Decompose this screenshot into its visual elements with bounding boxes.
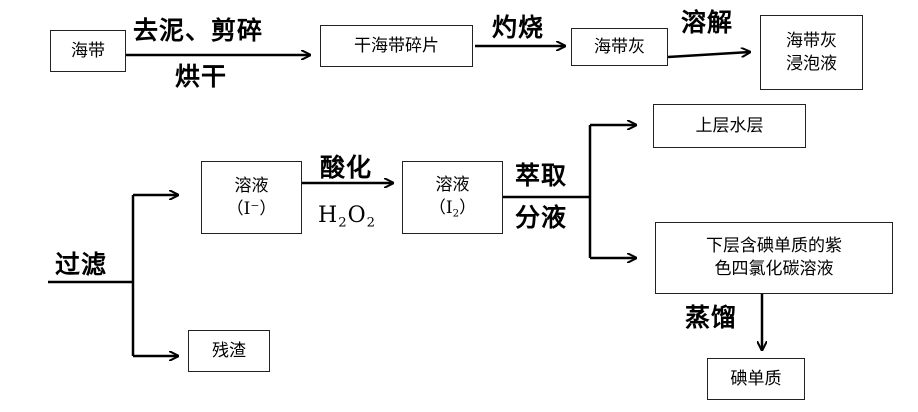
step-dissolve: 溶解 [681, 8, 734, 37]
node-soak-line1: 海带灰 [786, 30, 837, 51]
step-filter: 过滤 [55, 250, 108, 279]
step-extract: 萃取 [515, 161, 568, 190]
step-dry: 烘干 [175, 62, 228, 91]
step-burn: 灼烧 [492, 13, 545, 42]
node-iodine: 碘单质 [707, 358, 805, 400]
node-solution-iodide: 溶液 （I⁻） [201, 161, 302, 234]
step-distill: 蒸馏 [685, 303, 738, 332]
node-ash-label: 海带灰 [594, 36, 645, 57]
step-acidify: 酸化 [320, 153, 373, 182]
node-lower-ccl4-layer: 下层含碘单质的紫 色四氯化碳溶液 [655, 222, 893, 294]
node-soak-line2: 浸泡液 [786, 53, 837, 74]
node-upper-water-layer-label: 上层水层 [695, 115, 764, 136]
step-remove-mud: 去泥、剪碎 [133, 16, 264, 45]
node-dried-pieces: 干海带碎片 [320, 25, 473, 67]
arrow-ash-to-soak [667, 52, 750, 59]
node-lower-line1: 下层含碘单质的紫 [706, 236, 842, 257]
node-solution-iodine-formula: （I2） [428, 197, 477, 220]
node-residue: 残渣 [188, 330, 270, 372]
node-ash: 海带灰 [571, 28, 668, 66]
step-reagent-h2o2: H2O2 [318, 203, 377, 231]
node-solution-iodide-label: 溶液 [234, 175, 269, 196]
node-iodine-label: 碘单质 [730, 368, 782, 389]
node-dried-pieces-label: 干海带碎片 [354, 35, 439, 56]
node-solution-iodide-ion: （I⁻） [226, 198, 277, 219]
step-separate: 分液 [515, 203, 568, 232]
node-lower-line2: 色四氯化碳溶液 [714, 259, 834, 279]
node-haidai: 海带 [50, 30, 126, 72]
node-upper-water-layer: 上层水层 [653, 104, 806, 148]
node-solution-iodine-label: 溶液 [435, 174, 470, 195]
node-haidai-label: 海带 [71, 40, 105, 61]
node-soak-solution: 海带灰 浸泡液 [760, 15, 863, 90]
node-residue-label: 残渣 [212, 340, 246, 361]
node-solution-iodine: 溶液 （I2） [402, 161, 503, 234]
